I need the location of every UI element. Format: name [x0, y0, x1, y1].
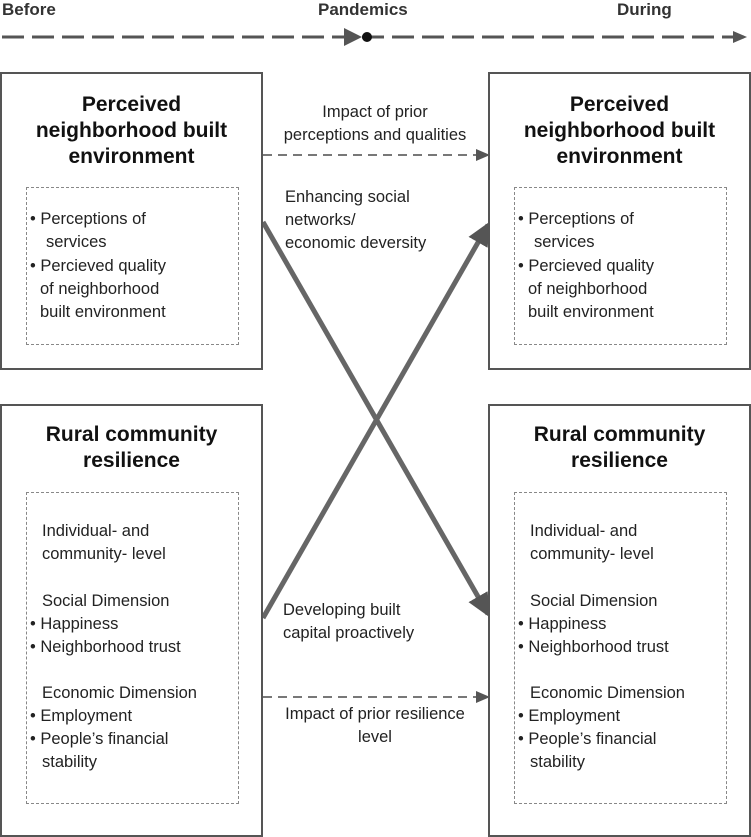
item-line: services	[534, 233, 595, 251]
edge-label-line: Impact of prior	[322, 103, 428, 121]
item-line: • Neighborhood trust	[518, 638, 669, 656]
item-line: • Happiness	[518, 615, 607, 633]
item-line: built environment	[40, 303, 166, 321]
item-line: Social Dimension	[42, 592, 170, 610]
perceived-items-box	[26, 187, 239, 345]
edge-label-line: Impact of prior resilience	[285, 705, 465, 723]
title-line: environment	[68, 145, 195, 168]
edge-label-line: capital proactively	[283, 624, 415, 642]
item-line: Economic Dimension	[42, 684, 197, 702]
social-networks-label: Enhancing social networks/ economic deve…	[285, 186, 426, 255]
perceived-items-box	[514, 187, 727, 345]
item-line: of neighborhood	[528, 280, 648, 298]
item-line: Economic Dimension	[530, 684, 685, 702]
edge-label-line: economic deversity	[285, 234, 427, 252]
item-line: built environment	[528, 303, 654, 321]
resilience-items-box	[26, 492, 239, 804]
title-line: Perceived	[569, 93, 670, 116]
title-line: Perceived	[81, 93, 182, 116]
item-line: • People’s financial	[518, 730, 657, 748]
title-line: neighborhood built	[523, 119, 716, 142]
item-line: • Perceptions of	[518, 210, 634, 228]
item-line: Individual- and	[42, 522, 150, 540]
edge-label-line: level	[358, 728, 392, 746]
title-line: environment	[556, 145, 683, 168]
item-line: services	[46, 233, 107, 251]
box-title: Rural community resilience	[2, 422, 261, 474]
before-perceived-box: Perceived neighborhood built environment…	[0, 72, 263, 370]
prior-resilience-label: Impact of prior resilience level	[264, 703, 486, 749]
timeline-mid-arrowhead	[344, 28, 362, 46]
item-line: stability	[42, 753, 98, 771]
edge-label-line: networks/	[285, 211, 356, 229]
title-line: resilience	[571, 449, 668, 472]
title-line: neighborhood built	[35, 119, 228, 142]
item-line: of neighborhood	[40, 280, 160, 298]
item-line: stability	[530, 753, 586, 771]
timeline-during-label: During	[617, 0, 672, 19]
timeline-pandemics-dot	[362, 32, 372, 42]
during-perceived-box: Perceived neighborhood built environment…	[488, 72, 751, 370]
title-line: Rural community	[45, 423, 218, 446]
item-line: community- level	[530, 545, 654, 563]
built-capital-label: Developing built capital proactively	[283, 599, 414, 645]
timeline-before-label: Before	[2, 0, 56, 19]
before-resilience-box: Rural community resilience Individual- a…	[0, 404, 263, 837]
item-line: • Employment	[518, 707, 621, 725]
box-title: Rural community resilience	[490, 422, 749, 474]
title-line: Rural community	[533, 423, 706, 446]
item-line: Social Dimension	[530, 592, 658, 610]
box-title: Perceived neighborhood built environment	[2, 92, 261, 170]
item-line: • Percieved quality	[30, 257, 167, 275]
item-line: • Perceptions of	[30, 210, 146, 228]
prior-perceptions-label: Impact of prior perceptions and qualitie…	[266, 101, 484, 147]
resilience-items-box	[514, 492, 727, 804]
item-line: • Percieved quality	[518, 257, 655, 275]
item-line: • Happiness	[30, 615, 119, 633]
item-line: community- level	[42, 545, 166, 563]
edge-label-line: perceptions and qualities	[283, 126, 467, 144]
built-capital-arrow	[260, 221, 491, 620]
box-title: Perceived neighborhood built environment	[490, 92, 749, 170]
item-line: • People’s financial	[30, 730, 169, 748]
item-line: • Employment	[30, 707, 133, 725]
edge-label-line: Developing built	[283, 601, 401, 619]
during-resilience-box: Rural community resilience Individual- a…	[488, 404, 751, 837]
item-line: Individual- and	[530, 522, 638, 540]
edge-label-line: Enhancing social	[285, 188, 410, 206]
title-line: resilience	[83, 449, 180, 472]
timeline-pandemics-label: Pandemics	[318, 0, 408, 19]
item-line: • Neighborhood trust	[30, 638, 181, 656]
